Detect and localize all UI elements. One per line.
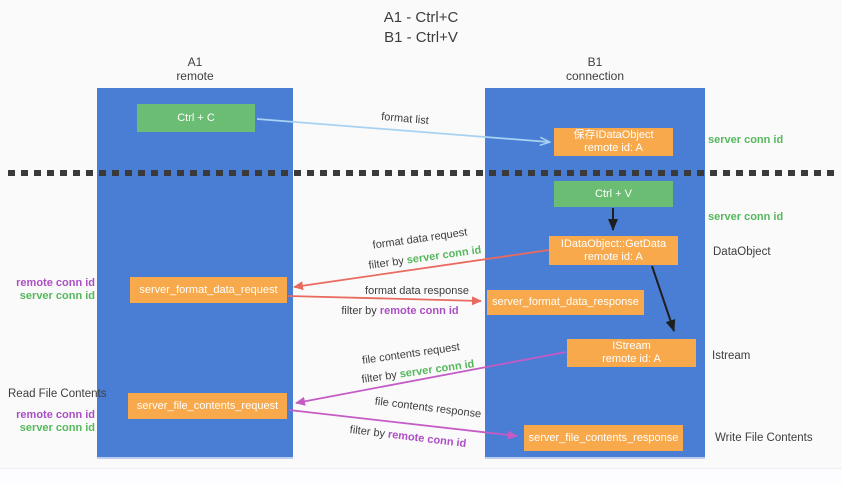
label-pair-format: remote conn id server conn id [10, 277, 95, 303]
server-conn-id-text: server conn id [398, 358, 476, 381]
edge-label-format-data-response: format data response [365, 285, 469, 297]
server-conn-id-text: server conn id [405, 244, 483, 267]
lane-header-a1: A1 remote [97, 55, 293, 83]
node-istream-line2: remote id: A [602, 353, 661, 365]
lane-b1-name: B1 [587, 55, 603, 69]
lane-header-b1: B1 connection [485, 55, 705, 83]
node-getdata-line2: remote id: A [584, 250, 643, 263]
label-write-file-contents: Write File Contents [715, 432, 813, 444]
node-ctrl-v: Ctrl + V [554, 181, 673, 207]
label-istream: Istream [712, 350, 751, 362]
node-save-idataobject-line1: 保存IDataObject [573, 129, 654, 141]
lane-a1-name: A1 [187, 55, 203, 69]
node-save-idataobject: 保存IDataObject remote id: A [554, 128, 673, 156]
title-line-1: A1 - Ctrl+C [383, 9, 459, 26]
label-pair-file: remote conn id server conn id [10, 409, 95, 435]
filter-by-text: filter by [367, 255, 405, 272]
node-server-file-contents-request: server_file_contents_request [128, 393, 287, 419]
node-server-format-data-request: server_format_data_request [130, 277, 287, 303]
label-read-file-contents: Read File Contents [8, 388, 107, 400]
node-ctrl-v-label: Ctrl + V [595, 187, 632, 200]
node-format-response-label: server_format_data_response [492, 296, 639, 308]
node-file-response-label: server_file_contents_response [528, 431, 679, 444]
node-save-idataobject-line2: remote id: A [584, 142, 643, 154]
node-server-file-contents-response: server_file_contents_response [524, 425, 683, 451]
node-file-request-label: server_file_contents_request [136, 399, 279, 412]
node-ctrl-c: Ctrl + C [137, 104, 255, 132]
remote-conn-id-text: remote conn id [387, 428, 467, 451]
machine-boundary-dotted-line [8, 170, 834, 176]
filter-by-text: filter by [349, 423, 386, 441]
node-istream-line1: IStream [612, 340, 651, 352]
node-istream: IStream remote id: A [567, 339, 696, 367]
title-line-2: B1 - Ctrl+V [384, 29, 458, 46]
node-format-request-label: server_format_data_request [139, 283, 278, 296]
label-dataobject: DataObject [713, 246, 771, 258]
filter-by-text: filter by [360, 369, 398, 386]
node-getdata-line1: IDataObject::GetData [560, 237, 667, 250]
node-idataobject-getdata: IDataObject::GetData remote id: A [549, 236, 678, 265]
node-server-format-data-response: server_format_data_response [487, 290, 644, 315]
remote-conn-id-text: remote conn id [379, 305, 459, 317]
label-remote-conn-id-file: remote conn id [16, 409, 95, 421]
lane-b1-subtitle: connection [565, 69, 625, 83]
label-remote-conn-id-format: remote conn id [16, 277, 95, 289]
diagram-title: A1 - Ctrl+C B1 - Ctrl+V [0, 8, 842, 48]
edge-label-file-contents-response: file contents response [374, 395, 482, 421]
node-ctrl-c-label: Ctrl + C [177, 111, 215, 124]
bottom-edge [0, 468, 842, 485]
lane-a1-subtitle: remote [176, 69, 214, 83]
label-server-conn-id-format: server conn id [19, 290, 95, 302]
filter-by-text: filter by [341, 305, 377, 317]
label-server-conn-id-file: server conn id [19, 422, 95, 434]
label-server-conn-id-top: server conn id [708, 134, 784, 146]
edge-label-format-list: format list [380, 110, 430, 128]
label-server-conn-id-mid: server conn id [708, 211, 784, 223]
